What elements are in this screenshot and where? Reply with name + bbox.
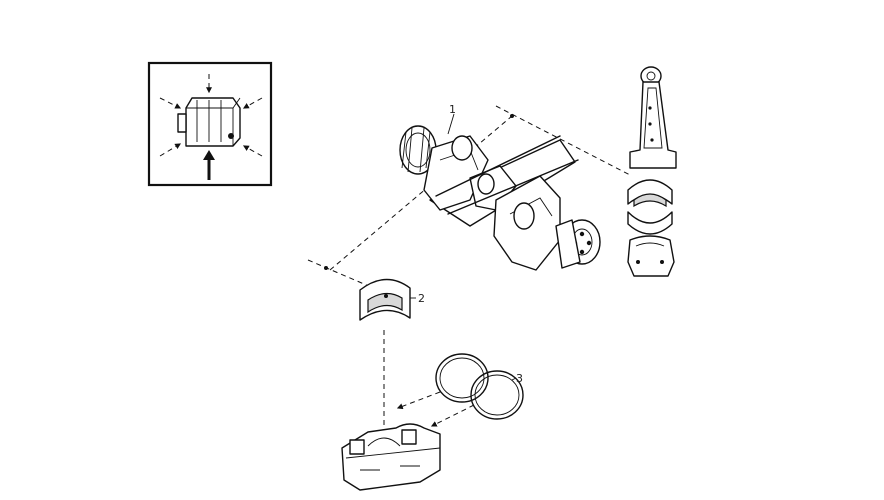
callout-label-1: 1 [449,103,456,116]
callout-label-2: 2 [418,292,425,305]
main-bearing-shell [359,278,416,321]
thrust-washers [435,353,524,420]
connecting-rod [627,66,677,277]
callout-label-3: 3 [516,372,523,385]
engine-orientation-inset [147,61,273,187]
crankshaft [399,113,601,271]
alignment-lines [307,105,633,446]
main-bearing-cap [341,423,441,491]
